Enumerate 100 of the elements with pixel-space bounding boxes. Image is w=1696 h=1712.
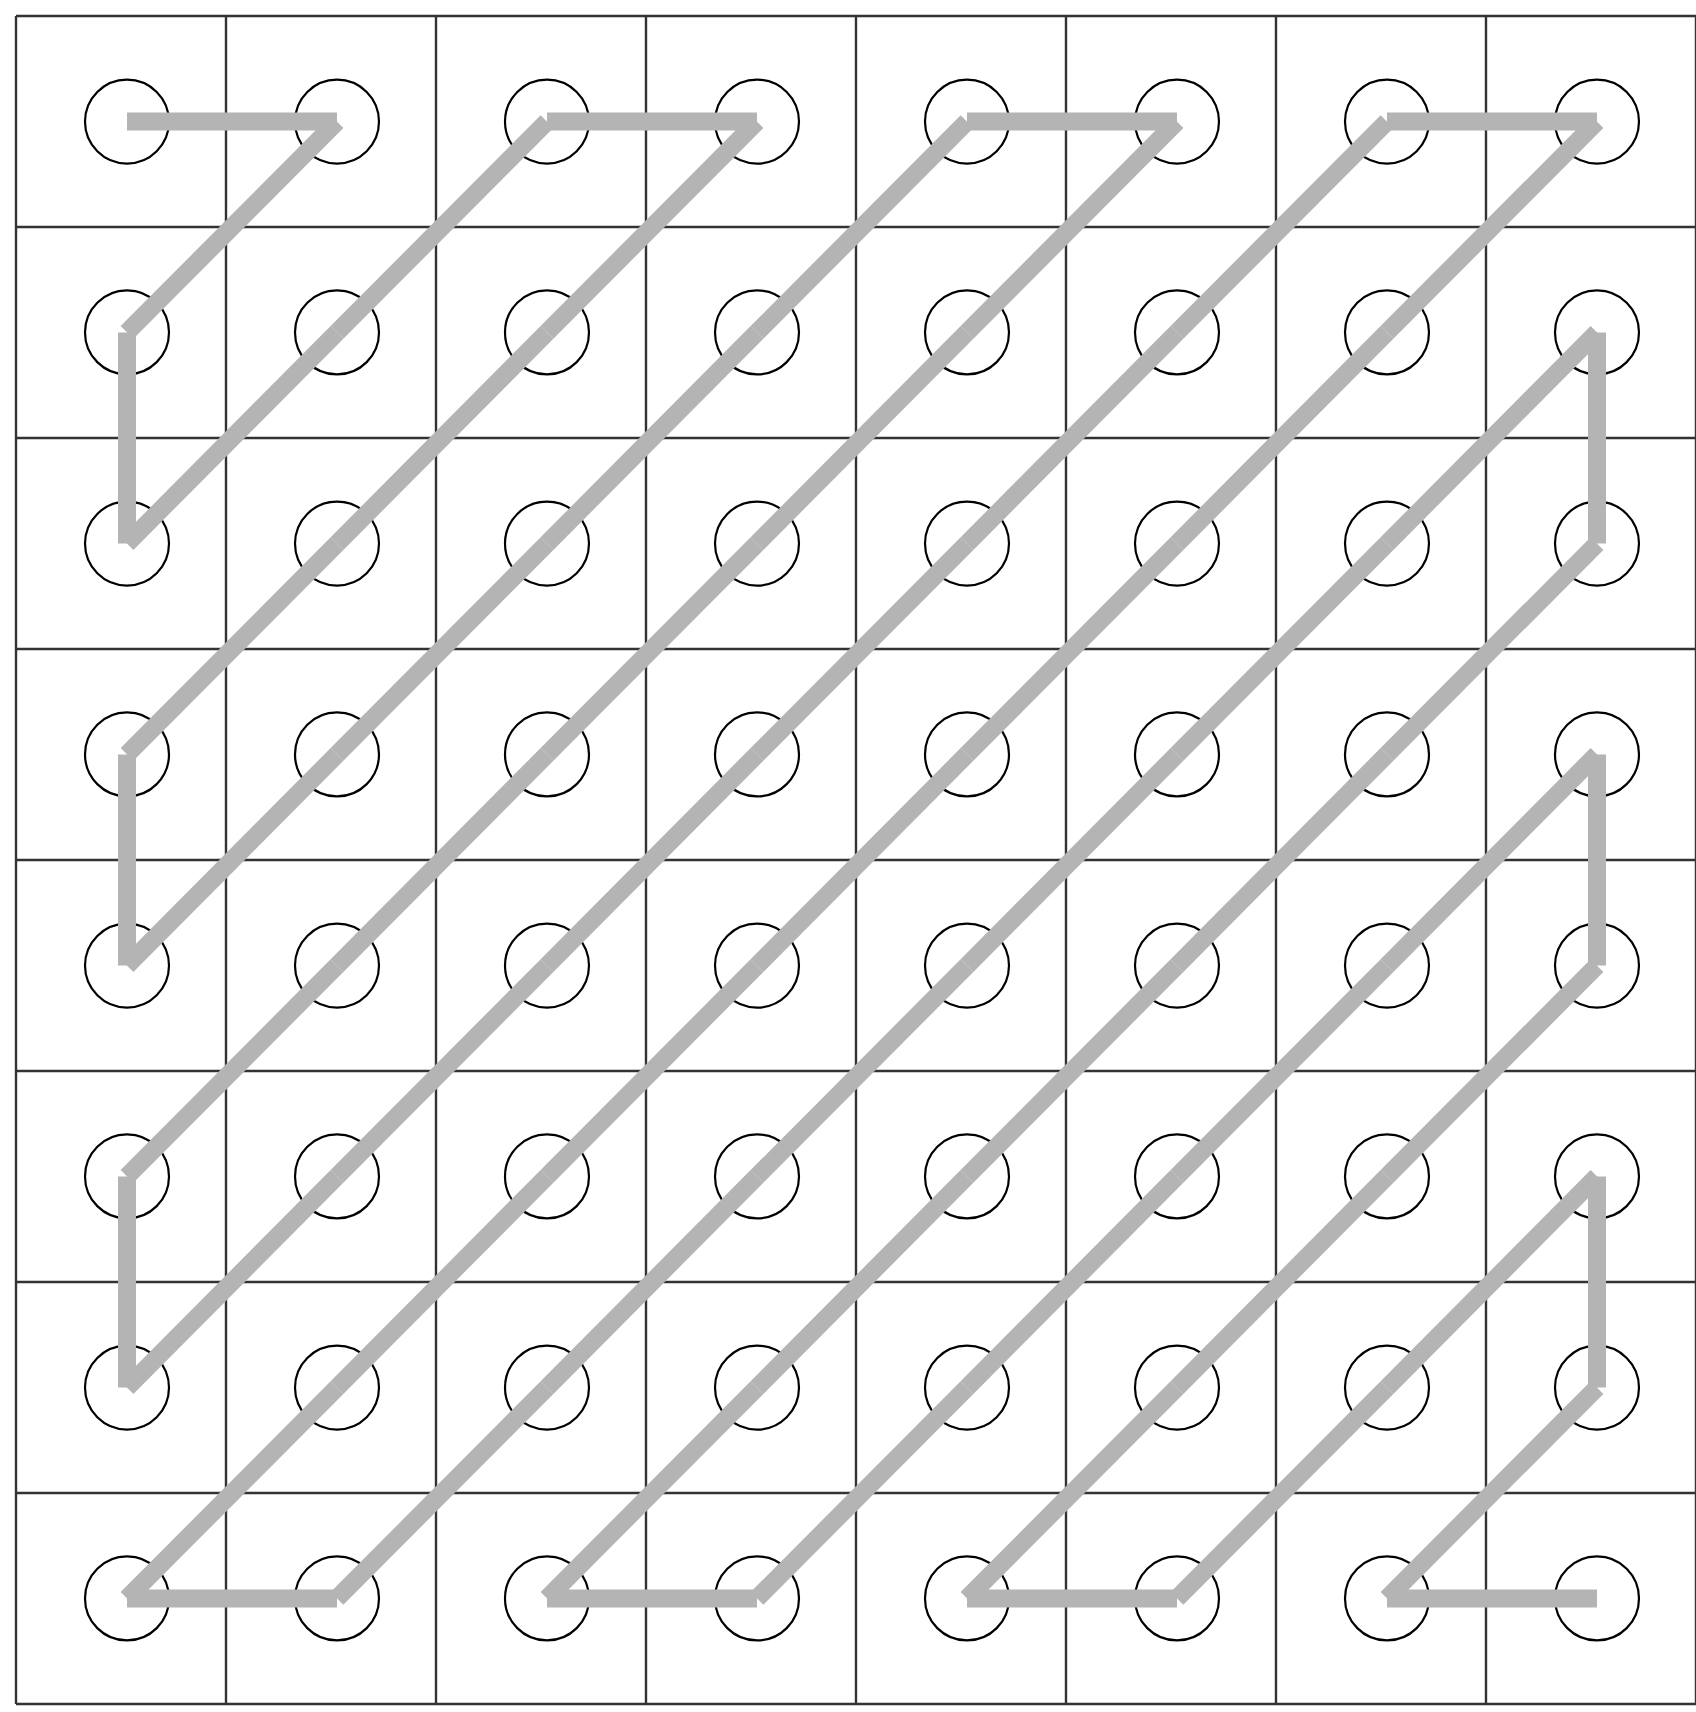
circle [1553,1133,1641,1220]
circle [503,1133,591,1220]
circle [1343,78,1431,165]
connector-line [118,332,136,544]
connector-line [1588,1176,1606,1388]
circle [1133,1133,1221,1220]
circle [923,922,1011,1009]
connector-line [1387,112,1597,131]
connector-line [330,1381,554,1605]
connector-line [750,959,974,1183]
connector-line [1387,1589,1597,1608]
connector-line [540,959,764,1183]
connector-line [547,112,757,131]
circle [503,289,591,376]
circle [293,922,381,1009]
circle [503,1344,591,1431]
circle [293,711,381,798]
connector-line [120,1170,344,1394]
connector-line [330,115,554,339]
connector-line [540,748,764,972]
connector-line [120,959,344,1183]
circle [713,289,801,376]
circle [83,1555,171,1642]
circle [713,1344,801,1431]
circle [1343,289,1431,376]
connector-line [960,537,1184,761]
circle [293,1555,381,1642]
circle [1553,1555,1641,1642]
circle [713,711,801,798]
connector-line [120,748,344,972]
connector-line [967,112,1177,131]
circle [83,1133,171,1220]
circle [1343,922,1431,1009]
connector-line [1588,332,1606,544]
circle [83,1344,171,1431]
circle [713,78,801,165]
circle [1343,1133,1431,1220]
circle [923,1344,1011,1431]
circle [923,78,1011,165]
connector-line [1588,754,1606,966]
circle [1343,500,1431,587]
circle [293,1133,381,1220]
circle [1133,1555,1221,1642]
connector-line [118,1176,136,1388]
circle [923,289,1011,376]
connector-line [127,112,337,131]
circle [713,1133,801,1220]
connector-line [330,326,554,550]
circle [503,1555,591,1642]
circle [293,1344,381,1431]
connector-line [547,1589,757,1608]
circle [83,711,171,798]
connector-line [1170,1381,1394,1605]
circle [1553,1344,1641,1431]
circle [293,78,381,165]
circle [83,500,171,587]
circle [1553,78,1641,165]
circle [1343,711,1431,798]
circle [1553,922,1641,1009]
connector-line [960,748,1184,972]
connector-line [960,1170,1184,1394]
connector-line [540,1170,764,1394]
connector-line [127,1589,337,1608]
connector-line [1170,748,1394,972]
circle [1553,500,1641,587]
connector-line [1170,115,1394,339]
circle [83,922,171,1009]
circle [293,500,381,587]
connector-line [330,537,554,761]
circle [713,1555,801,1642]
connector-line [120,537,344,761]
circle [503,500,591,587]
circle [503,78,591,165]
circle [503,711,591,798]
connector-line [330,959,554,1183]
connector-line [1170,1170,1394,1394]
circle [713,922,801,1009]
connector-line [750,115,974,339]
circle [923,711,1011,798]
connector-line [1170,326,1394,550]
connector-line [1170,537,1394,761]
circle [83,289,171,376]
circle [1133,289,1221,376]
circle [923,1555,1011,1642]
circle [1133,1344,1221,1431]
circle [1343,1344,1431,1431]
connector-line [118,754,136,966]
connector-line [330,748,554,972]
circle [923,500,1011,587]
circle [923,1133,1011,1220]
circle [713,500,801,587]
connector-line [750,537,974,761]
connector-line [120,326,344,550]
circle [1553,289,1641,376]
circle [1553,711,1641,798]
circle [1133,711,1221,798]
connector-line [960,326,1184,550]
connector-line [540,326,764,550]
connector-line [750,1170,974,1394]
connector-line [1170,959,1394,1183]
